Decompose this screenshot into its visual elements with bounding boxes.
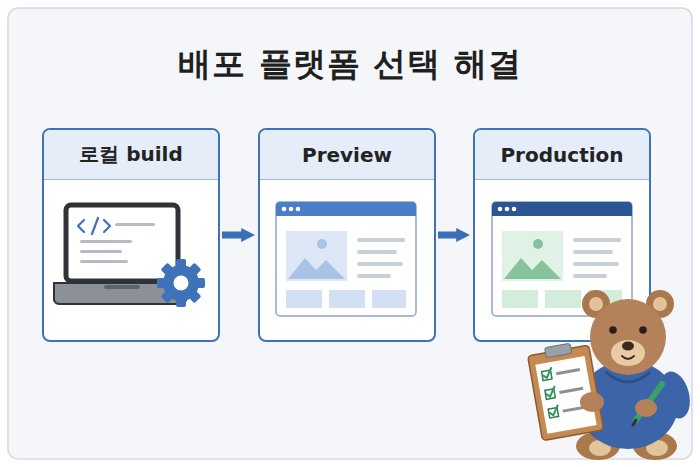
stage-label: Preview (302, 143, 392, 167)
box-header: Production (475, 130, 649, 180)
stage-label: Production (500, 143, 623, 167)
flow-arrow (438, 232, 459, 239)
browser-illustration (276, 202, 416, 316)
code-symbol (78, 218, 110, 234)
laptop-screen (66, 205, 178, 281)
diagram-title: 배포 플랫폼 선택 해결 (0, 42, 700, 87)
stage-box: Production (473, 128, 651, 342)
code-line (80, 240, 132, 243)
code-line (80, 260, 128, 263)
laptop-illustration (54, 205, 205, 307)
gear-icon (157, 259, 205, 307)
code-line (80, 250, 122, 253)
stage-label: 로컬 build (79, 141, 183, 168)
code-line (115, 223, 155, 226)
laptop-notch (104, 285, 140, 289)
stage-box: Preview (258, 128, 436, 342)
laptop-base (54, 283, 190, 304)
bear-mascot (527, 290, 695, 460)
box-header: Preview (260, 130, 434, 180)
box-header: 로컬 build (44, 130, 218, 180)
browser-illustration (492, 202, 632, 316)
stage-box: 로컬 build (42, 128, 220, 342)
flow-arrow (222, 232, 244, 239)
